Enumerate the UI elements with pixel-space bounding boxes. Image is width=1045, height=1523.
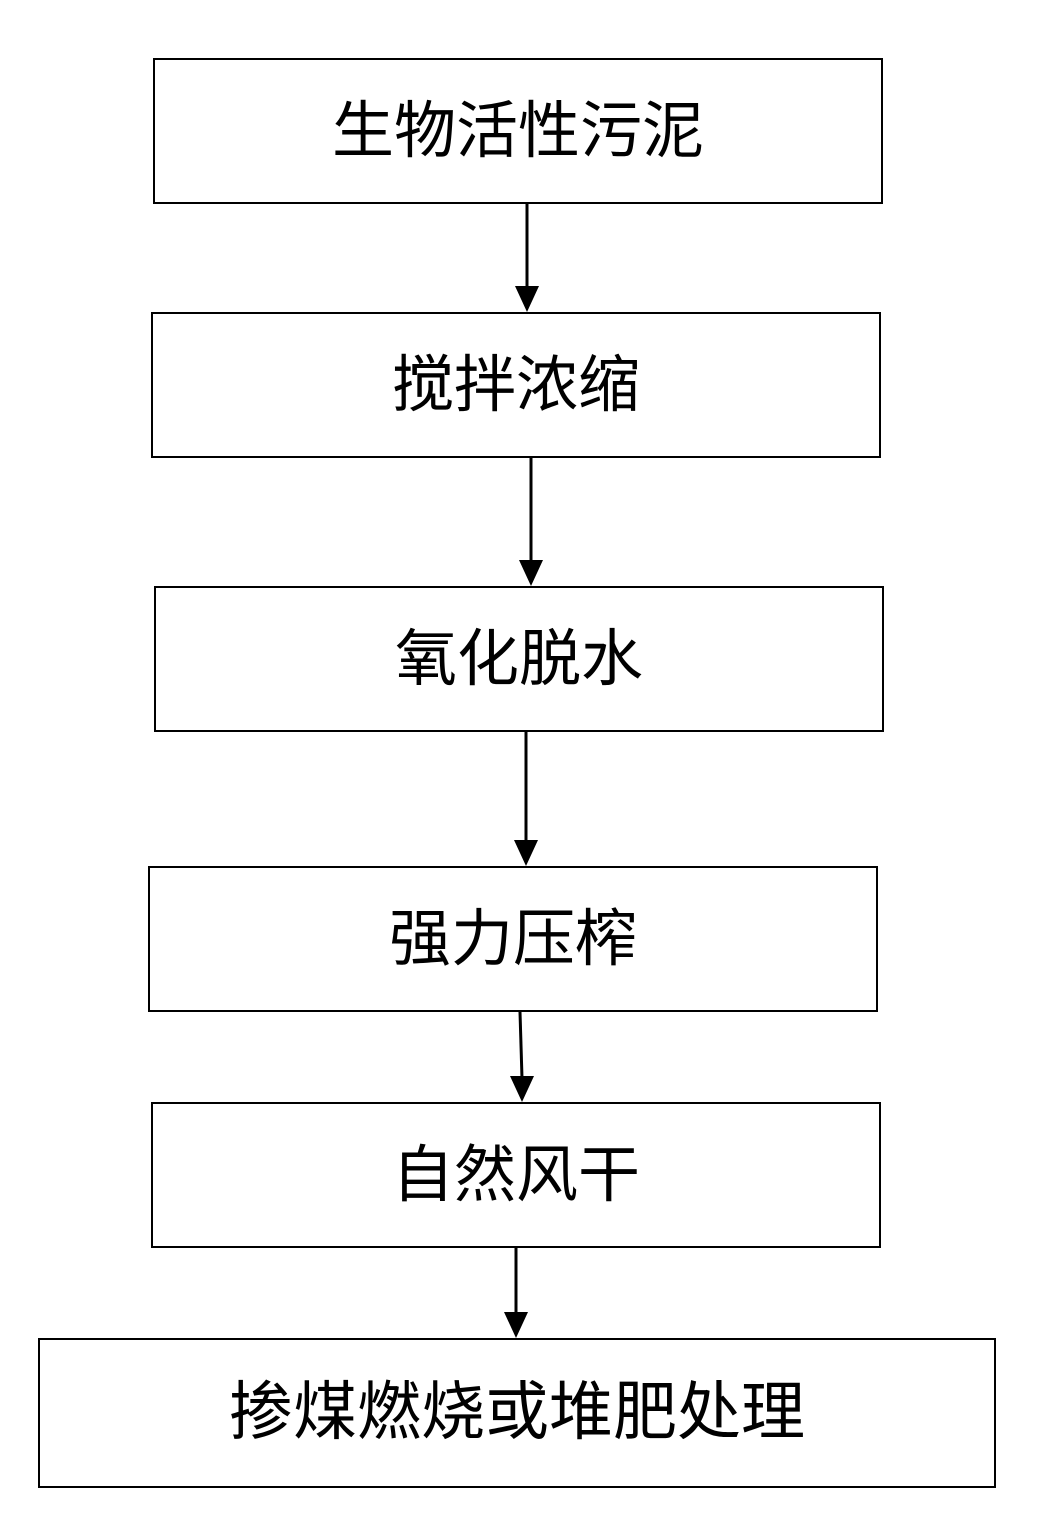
step-label-natural-air-drying: 自然风干 (391, 1138, 640, 1211)
arrow-2-to-3 (519, 458, 543, 586)
arrow-3-to-4 (514, 732, 538, 866)
arrow-5-to-6 (504, 1248, 528, 1338)
arrow-1-to-2 (515, 204, 539, 312)
step-label-stirring-thickening: 搅拌浓缩 (391, 348, 640, 421)
step-box-activated-sludge: 生物活性污泥 (153, 58, 883, 204)
step-label-coal-combustion-or-composting: 掺煤燃烧或堆肥处理 (229, 1376, 805, 1450)
step-label-activated-sludge: 生物活性污泥 (331, 94, 704, 167)
step-box-natural-air-drying: 自然风干 (151, 1102, 881, 1248)
step-box-stirring-thickening: 搅拌浓缩 (151, 312, 881, 458)
step-box-strong-pressing: 强力压榨 (148, 866, 878, 1012)
step-box-coal-combustion-or-composting: 掺煤燃烧或堆肥处理 (38, 1338, 996, 1488)
arrow-4-to-5 (510, 1011, 534, 1102)
step-label-oxidation-dewatering: 氧化脱水 (394, 622, 643, 695)
step-box-oxidation-dewatering: 氧化脱水 (154, 586, 884, 732)
step-label-strong-pressing: 强力压榨 (388, 902, 637, 975)
